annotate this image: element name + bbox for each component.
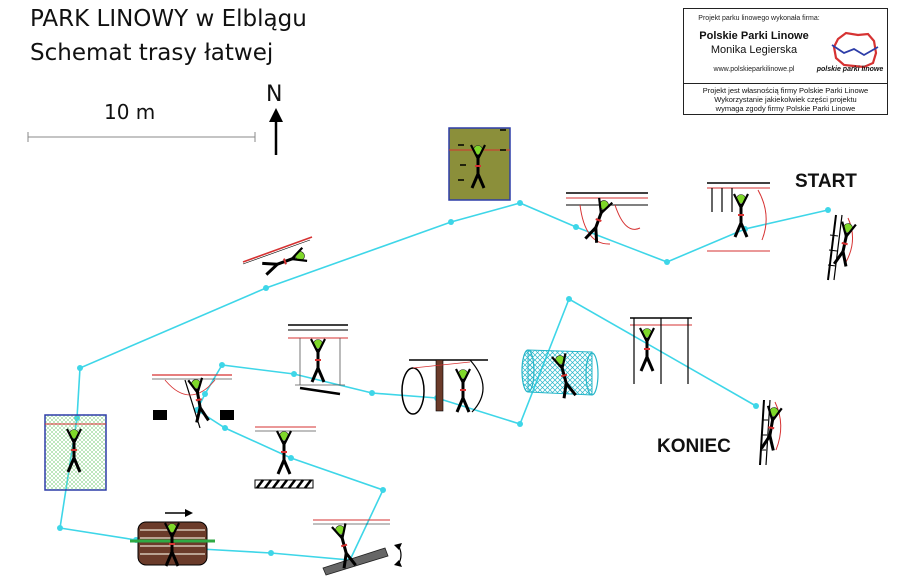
company-info-box: Projekt parku linowego wykonała firma: P… xyxy=(683,8,888,115)
company-url: www.polskieparkilinowe.pl xyxy=(713,66,795,73)
hanging-loops-icon xyxy=(566,192,648,245)
company-name: Polskie Parki Linowe xyxy=(699,30,809,42)
start-label: START xyxy=(795,171,857,192)
suspended-bridge-icon xyxy=(152,374,234,429)
rope-net-frame-icon xyxy=(707,182,770,252)
hoop-passage-icon xyxy=(401,359,488,415)
north-arrow-icon xyxy=(269,108,283,155)
legal-line-2: Wykorzystanie jakiekolwiek części projek… xyxy=(714,95,857,104)
climbing-net-panel-icon xyxy=(44,414,107,491)
climbing-wall-panel-icon xyxy=(448,127,511,201)
scale-label: 10 m xyxy=(104,100,156,124)
rope-frame-icon xyxy=(630,317,692,384)
stepping-blocks-icon xyxy=(254,426,316,489)
company-person: Monika Legierska xyxy=(710,44,798,56)
poland-map-logo-icon xyxy=(831,31,879,69)
scale-bar xyxy=(27,132,256,142)
route-nodes xyxy=(57,200,831,563)
rope-traverse-icon xyxy=(288,324,348,396)
ladder-descent-icon xyxy=(759,399,784,466)
route-subtitle: Schemat trasy łatwej xyxy=(30,40,274,66)
ladder-climb-icon xyxy=(827,214,858,281)
legal-notice: Projekt jest własnością firmy Polskie Pa… xyxy=(686,86,885,113)
legal-line-3: wymaga zgody firmy Polskie Parki Linowe xyxy=(715,104,856,113)
net-tunnel-icon xyxy=(521,349,599,401)
company-credit: Projekt parku linowego wykonała firma: xyxy=(698,15,820,22)
company-info-top: Projekt parku linowego wykonała firma: P… xyxy=(684,9,887,84)
north-label: N xyxy=(266,82,283,107)
logo-text: polskie parki linowe xyxy=(816,66,884,73)
route-path xyxy=(59,202,829,561)
rolling-log-bridge-icon xyxy=(130,509,215,568)
end-label: KONIEC xyxy=(657,436,731,457)
swinging-plank-icon xyxy=(313,519,402,576)
legal-line-1: Projekt jest własnością firmy Polskie Pa… xyxy=(702,86,869,95)
zipline-icon xyxy=(242,236,313,278)
park-title: PARK LINOWY w Elblągu xyxy=(30,6,307,32)
